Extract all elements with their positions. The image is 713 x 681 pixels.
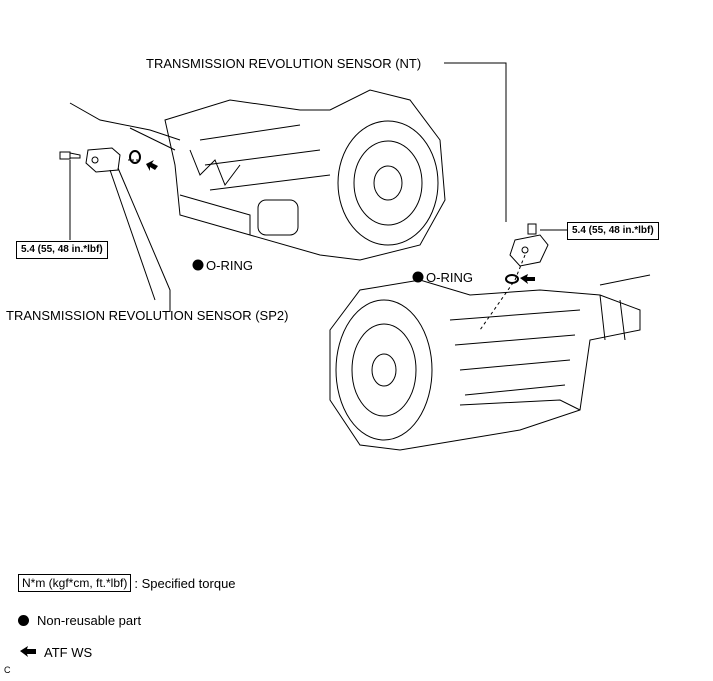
oring-right-dot <box>412 271 424 283</box>
atf-arrow-right <box>520 274 535 284</box>
nonreusable-dot-icon <box>18 615 29 626</box>
atf-arrow-left <box>146 160 158 171</box>
sensor-nt-part <box>509 223 549 267</box>
upper-transmission <box>69 89 446 261</box>
legend-nonreusable: Non-reusable part <box>18 613 141 628</box>
label-oring-left: O-RING <box>206 258 253 273</box>
leader-line-sp2-b <box>109 169 156 301</box>
legend-torque-desc: : Specified torque <box>134 575 236 591</box>
oring-right-part <box>505 274 519 284</box>
leader-line-nt <box>444 62 507 222</box>
legend-torque: N*m (kgf*cm, ft.*lbf) : Specified torque <box>18 574 236 592</box>
lower-transmission <box>329 274 651 451</box>
torque-box-left: 5.4 (55, 48 in.*lbf) <box>16 241 108 259</box>
sensor-sp2-part <box>59 147 121 173</box>
install-path-right <box>479 254 526 331</box>
corner-code: C <box>4 665 11 675</box>
label-oring-right: O-RING <box>426 270 473 285</box>
legend-atf: ATF WS <box>44 645 92 660</box>
leader-line-sp2 <box>117 167 171 312</box>
label-sensor-nt: TRANSMISSION REVOLUTION SENSOR (NT) <box>146 56 422 71</box>
legend-atf-arrow <box>20 646 36 657</box>
legend-torque-box: N*m (kgf*cm, ft.*lbf) <box>18 574 132 592</box>
label-sensor-sp2: TRANSMISSION REVOLUTION SENSOR (SP2) <box>6 308 289 323</box>
oring-left-dot <box>192 259 204 271</box>
torque-box-right: 5.4 (55, 48 in.*lbf) <box>567 222 659 240</box>
legend-atf-text: ATF WS <box>44 645 93 660</box>
legend-nonreusable-text: Non-reusable part <box>37 613 142 628</box>
oring-left-part <box>129 150 141 164</box>
